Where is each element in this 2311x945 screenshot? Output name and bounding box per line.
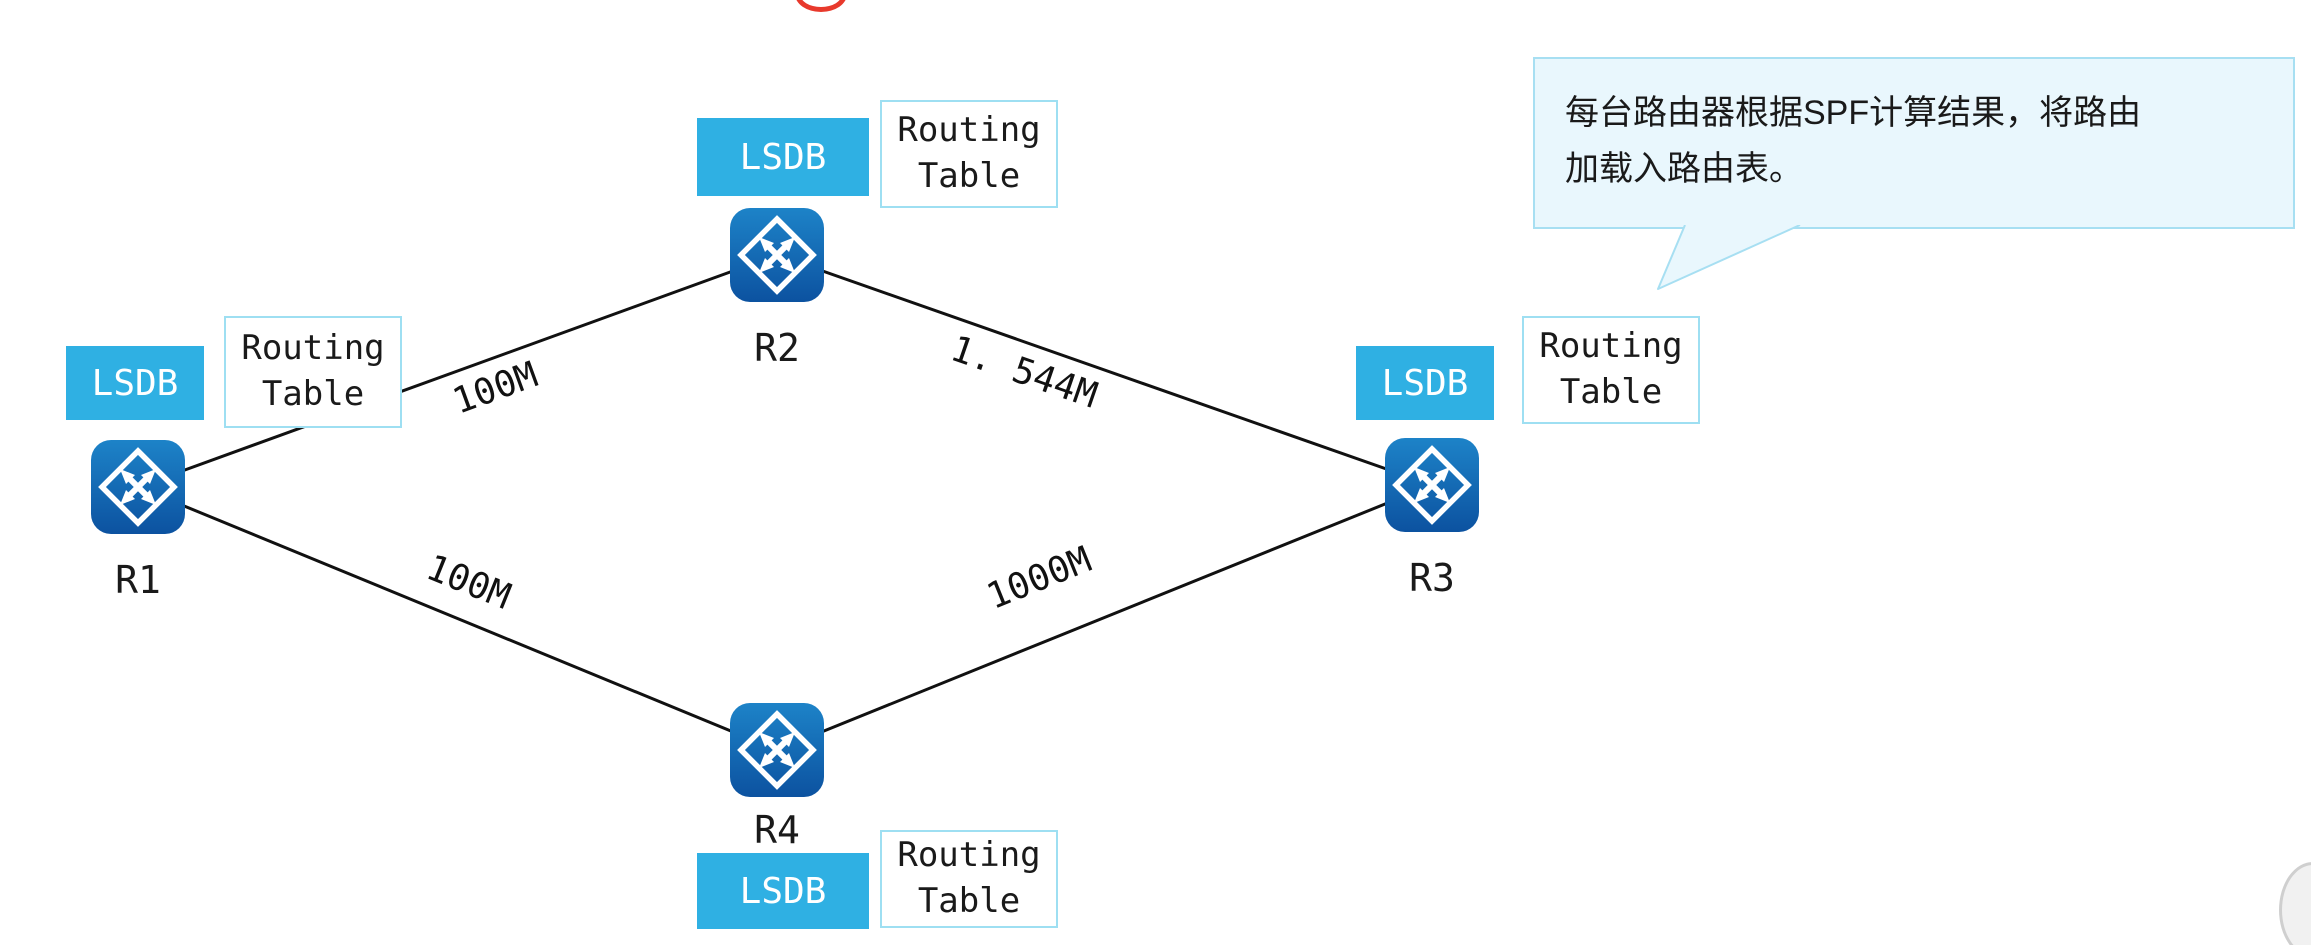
router-icon (730, 703, 824, 797)
lsdb-box-r3: LSDB (1356, 346, 1494, 420)
routing-table-box-r3: Routing Table (1522, 316, 1700, 424)
router-icon (1385, 438, 1479, 532)
routing-table-label-line2: Table (917, 156, 1021, 196)
routing-table-box-r2: Routing Table (880, 100, 1058, 208)
router-label-r4: R4 (754, 808, 800, 852)
routing-table-label-line1: Routing (897, 835, 1041, 876)
router-label-r3: R3 (1409, 556, 1455, 600)
callout-text-line1: 每台路由器根据SPF计算结果，将路由 (1565, 94, 2142, 132)
routing-table-label-line1: Routing (897, 110, 1041, 151)
link-line-r1-r4 (137, 485, 778, 752)
routing-table-box-r4: Routing Table (880, 830, 1058, 928)
callout-note: 每台路由器根据SPF计算结果，将路由 加载入路由表。 (1533, 57, 2295, 229)
router-icon (730, 208, 824, 302)
callout-tail (1657, 225, 1801, 290)
lsdb-box-r4: LSDB (697, 853, 869, 929)
lsdb-box-r1: LSDB (66, 346, 204, 420)
callout-text-line2: 加载入路由表。 (1565, 150, 1803, 189)
router-icon-r1 (88, 437, 188, 537)
link-line-r1-r2 (137, 253, 778, 489)
routing-table-box-r1: Routing Table (224, 316, 402, 428)
routing-table-label-line2: Table (917, 881, 1021, 921)
router-label-r1: R1 (115, 558, 161, 602)
routing-table-label-line2: Table (1559, 372, 1663, 412)
router-icon-r3 (1382, 435, 1482, 535)
router-label-r2: R2 (754, 326, 800, 370)
routing-table-label-line1: Routing (241, 328, 385, 369)
router-icon-r2 (727, 205, 827, 305)
routing-table-label-line1: Routing (1539, 326, 1683, 367)
router-icon (91, 440, 185, 534)
routing-table-label-line2: Table (261, 374, 365, 414)
router-icon-r4 (727, 700, 827, 800)
lsdb-box-r2: LSDB (697, 118, 869, 196)
link-line-r4-r3 (776, 483, 1433, 752)
link-line-r2-r3 (776, 253, 1433, 487)
